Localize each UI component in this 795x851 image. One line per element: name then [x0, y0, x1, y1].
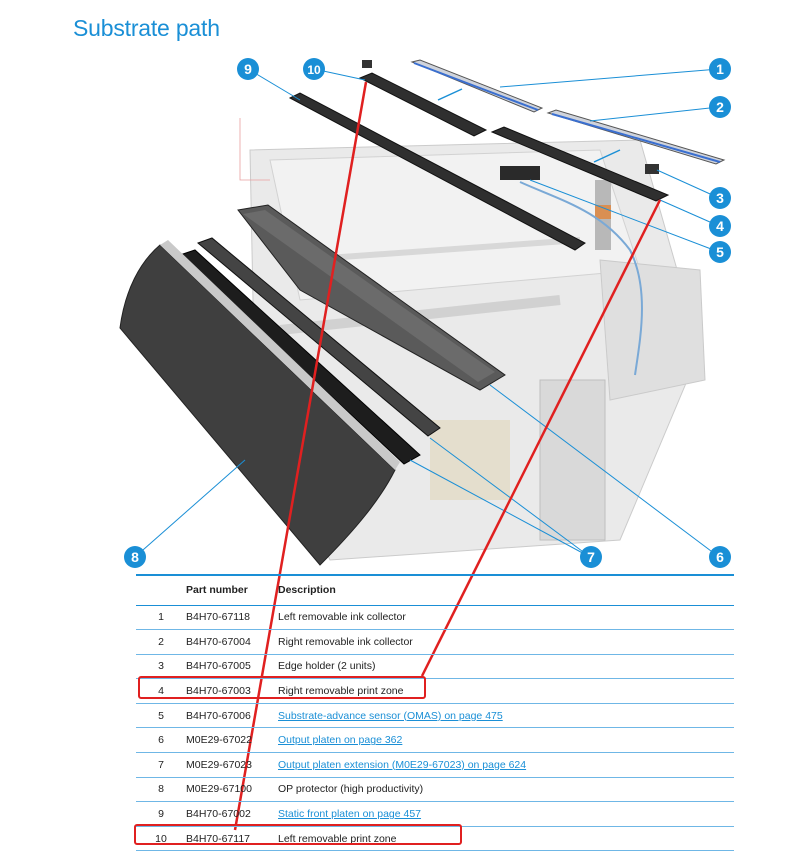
right-removable-print-zone [490, 126, 670, 202]
table-row: 3 B4H70-67005 Edge holder (2 units) [136, 654, 734, 679]
highlight-box-row-10 [134, 824, 462, 845]
row-index: 8 [158, 783, 164, 796]
row-index: 9 [158, 808, 164, 821]
row-index: 4 [158, 685, 164, 698]
row-part-number: B4H70-67003 [186, 685, 251, 698]
callout-label: 1 [716, 61, 724, 77]
row-description: Right removable print zone [278, 685, 404, 698]
row-index: 1 [158, 611, 164, 624]
table-row: 7 M0E29-67023 Output platen extension (M0E… [136, 753, 734, 778]
edge-holder [645, 164, 659, 174]
callout-4: 4 [709, 215, 731, 237]
row-description: Edge holder (2 units) [278, 660, 376, 673]
callout-label: 10 [307, 63, 321, 77]
right-removable-ink-collector [546, 109, 726, 165]
callout-label: 2 [716, 99, 724, 115]
callout-8: 8 [124, 546, 146, 568]
row-index: 5 [158, 709, 164, 722]
table-row: 2 B4H70-67004 Right removable ink collecto… [136, 630, 734, 655]
omas-sensor [500, 166, 540, 180]
row-index: 2 [158, 635, 164, 648]
row-index: 7 [158, 758, 164, 771]
left-removable-ink-collector [410, 59, 544, 113]
row-description: OP protector (high productivity) [278, 783, 424, 796]
output-platen-extension [179, 237, 441, 465]
highlight-box-row-4 [138, 676, 426, 699]
op-protector [119, 240, 400, 566]
row-description: Left removable print zone [278, 832, 397, 845]
table-header-row: Part number Description [136, 575, 734, 605]
table-row: 9 B4H70-67002 Static front platen on page … [136, 802, 734, 827]
row-part-number: B4H70-67118 [186, 611, 251, 624]
callout-1: 1 [709, 58, 731, 80]
row-index: 6 [158, 734, 164, 747]
sensor-cable [519, 181, 643, 376]
callout-label: 7 [587, 549, 595, 565]
row-index: 3 [158, 660, 164, 673]
row-description: Left removable ink collector [278, 611, 406, 624]
callout-5: 5 [709, 241, 731, 263]
table-row: 4 B4H70-67003 Right removable print zone [136, 679, 734, 704]
header-index [136, 575, 186, 605]
row-part-number: B4H70-67004 [186, 635, 251, 648]
callout-label: 8 [131, 549, 139, 565]
edge-holder-2 [362, 60, 372, 68]
header-description: Description [278, 584, 336, 597]
row-part-number: B4H70-67006 [186, 709, 251, 722]
callout-label: 9 [244, 61, 252, 77]
left-removable-print-zone [358, 72, 488, 137]
table-row: 5 B4H70-67006 Substrate-advance sensor (OM… [136, 703, 734, 728]
red-annotation-lines [233, 81, 662, 831]
callout-9: 9 [237, 58, 259, 80]
callout-10: 10 [303, 58, 325, 80]
page-title: Substrate path [73, 15, 220, 41]
row-description-link[interactable]: Static front platen on page 457 [278, 808, 422, 821]
callout-3: 3 [709, 187, 731, 209]
move-arrows [437, 88, 621, 163]
table-row: 1 B4H70-67118 Left removable ink collector [136, 605, 734, 630]
callout-label: 5 [716, 244, 724, 260]
row-part-number: M0E29-67023 [186, 758, 252, 771]
output-platen [237, 204, 506, 391]
row-part-number: B4H70-67005 [186, 660, 251, 673]
row-description-link[interactable]: Substrate-advance sensor (OMAS) on page … [278, 709, 503, 722]
row-part-number: B4H70-67117 [186, 832, 251, 845]
callout-label: 3 [716, 190, 724, 206]
row-description-link[interactable]: Output platen on page 362 [278, 734, 403, 747]
static-front-platen [288, 92, 586, 251]
row-description: Right removable ink collector [278, 635, 413, 648]
header-part-number: Part number [186, 584, 248, 597]
callout-7: 7 [580, 546, 602, 568]
row-index: 10 [155, 832, 167, 845]
callout-2: 2 [709, 96, 731, 118]
callout-label: 4 [716, 218, 724, 234]
callout-label: 6 [716, 549, 724, 565]
row-part-number: B4H70-67002 [186, 808, 251, 821]
row-description-link[interactable]: Output platen extension (M0E29-67023) on… [278, 758, 527, 771]
table-row: 6 M0E29-67022 Output platen on page 362 [136, 728, 734, 753]
row-part-number: M0E29-67100 [186, 783, 252, 796]
table-row: 8 M0E29-67100 OP protector (high productiv… [136, 777, 734, 802]
callout-6: 6 [709, 546, 731, 568]
row-part-number: M0E29-67022 [186, 734, 252, 747]
